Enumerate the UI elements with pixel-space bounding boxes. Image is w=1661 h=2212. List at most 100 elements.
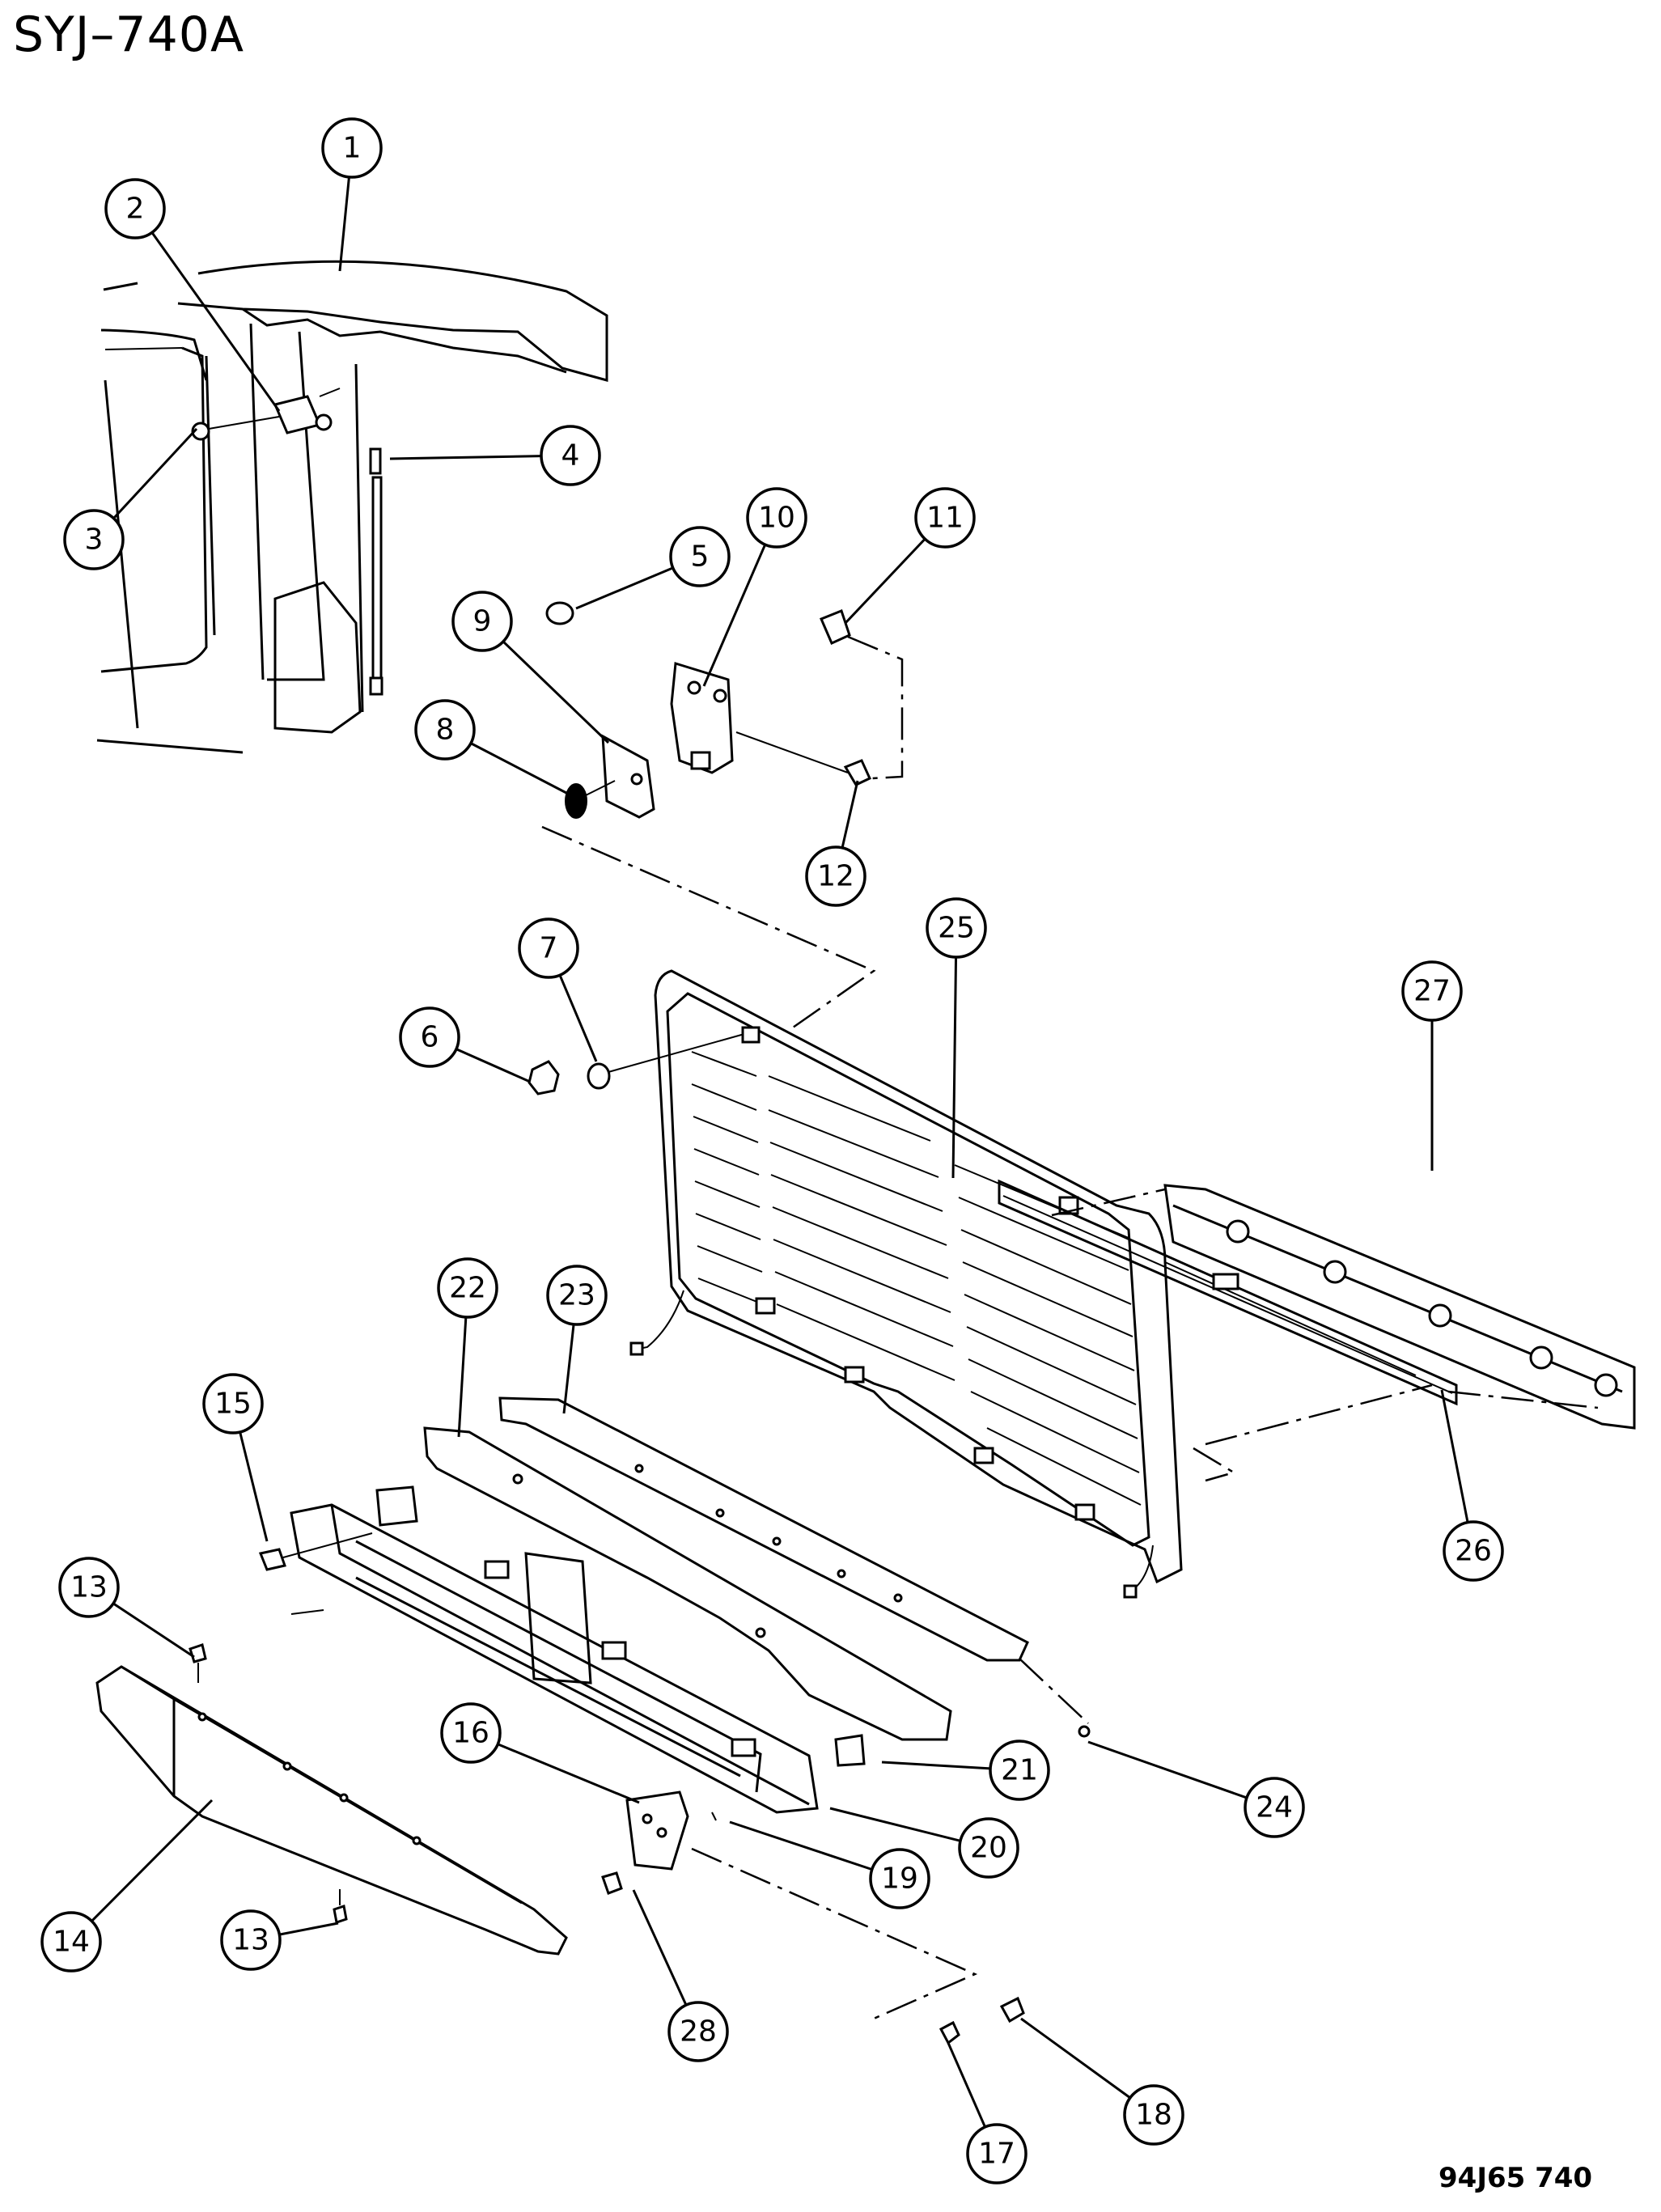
callout-number: 10: [758, 502, 795, 535]
liftgate-hinge-and-strut: [191, 388, 383, 696]
leader-line-5: [575, 566, 674, 610]
callout-number: 23: [558, 1279, 595, 1312]
callout-number: 16: [452, 1717, 489, 1750]
callout-circle: [869, 1848, 930, 1909]
callout-8: 8: [414, 699, 476, 761]
callout-circle: [989, 1740, 1050, 1801]
callout-number: 20: [970, 1832, 1007, 1865]
callout-26: 26: [1443, 1520, 1504, 1582]
leader-line-13: [112, 1602, 195, 1659]
callout-circle: [805, 845, 867, 907]
callout-17: 17: [966, 2123, 1028, 2184]
leader-line-26: [1440, 1389, 1469, 1523]
reinforcement-panels: [375, 1396, 1029, 1767]
leader-line-6: [456, 1048, 531, 1083]
leader-line-24: [1087, 1740, 1248, 1799]
callout-circle: [1443, 1520, 1504, 1582]
callout-14: 14: [40, 1911, 102, 1973]
callout-circle: [63, 509, 125, 570]
callout-23: 23: [546, 1265, 608, 1326]
leader-line-8: [470, 742, 567, 795]
callout-number: 13: [232, 1924, 269, 1957]
leader-line-2: [150, 231, 281, 412]
callout-number: 17: [978, 2138, 1015, 2171]
callout-19: 19: [869, 1848, 930, 1909]
callout-24: 24: [1244, 1777, 1305, 1838]
leader-line-16: [497, 1743, 640, 1804]
callout-number: 8: [436, 714, 455, 747]
callout-circle: [451, 591, 513, 652]
callout-circle: [437, 1257, 498, 1319]
callout-circle: [104, 178, 166, 239]
callout-28: 28: [667, 2001, 729, 2062]
callout-16: 16: [440, 1702, 502, 1764]
callout-number: 25: [938, 912, 975, 945]
callout-5: 5: [669, 526, 731, 587]
callout-number: 24: [1256, 1791, 1293, 1824]
callout-number: 26: [1455, 1535, 1492, 1568]
leader-line-13: [279, 1922, 339, 1936]
callout-circle: [746, 487, 807, 549]
leader-line-15: [239, 1431, 269, 1542]
leader-line-3: [112, 427, 198, 519]
leader-line-17: [947, 2042, 986, 2128]
callout-number: 19: [881, 1862, 918, 1896]
callout-number: 3: [85, 523, 104, 557]
callout-number: 27: [1413, 975, 1451, 1008]
leader-lines: [91, 176, 1469, 2128]
callout-circle: [202, 1373, 264, 1434]
callout-circle: [1401, 960, 1463, 1022]
drawing-code: 94J65 740: [1439, 2162, 1593, 2194]
callout-number: 21: [1001, 1754, 1038, 1787]
callout-circle: [540, 425, 601, 486]
leader-line-28: [632, 1889, 688, 2006]
callout-3: 3: [63, 509, 125, 570]
leader-line-21: [881, 1761, 991, 1770]
callout-circle: [926, 897, 987, 959]
callout-circle: [220, 1909, 282, 1971]
roof-and-body-panel: [96, 260, 608, 754]
callout-number: 28: [680, 2015, 717, 2049]
callout-1: 1: [321, 117, 383, 179]
callout-9: 9: [451, 591, 513, 652]
callout-number: 1: [343, 132, 362, 165]
callout-number: 9: [473, 605, 492, 638]
callout-circle: [399, 1006, 460, 1068]
callout-2: 2: [104, 178, 166, 239]
callout-number: 6: [421, 1021, 439, 1054]
callout-number: 4: [561, 439, 580, 472]
callout-7: 7: [518, 917, 579, 979]
leader-line-9: [502, 640, 610, 744]
leader-line-11: [844, 538, 926, 625]
callout-circle: [958, 1817, 1019, 1879]
callout-13: 13: [220, 1909, 282, 1971]
callout-21: 21: [989, 1740, 1050, 1801]
callout-22: 22: [437, 1257, 498, 1319]
leader-line-19: [729, 1820, 873, 1871]
callout-number: 2: [126, 193, 145, 226]
liftgate-trim-strip: [998, 1179, 1458, 1406]
leader-line-1: [338, 176, 350, 272]
rear-bumper: [95, 1643, 568, 1956]
latch-assembly: [541, 601, 904, 1029]
leader-line-18: [1020, 2017, 1131, 2100]
callout-circle: [914, 487, 976, 549]
callout-11: 11: [914, 487, 976, 549]
leader-line-23: [562, 1324, 575, 1414]
leader-line-22: [457, 1316, 468, 1438]
callout-10: 10: [746, 487, 807, 549]
callout-25: 25: [926, 897, 987, 959]
callout-circle: [1123, 2084, 1184, 2146]
fasteners-17-18: [939, 1996, 1025, 2045]
callout-number: 12: [817, 860, 854, 893]
crossmember: [290, 1503, 819, 1814]
leader-line-25: [951, 956, 958, 1179]
callout-number: 14: [53, 1926, 90, 1959]
callout-circle: [966, 2123, 1028, 2184]
callout-18: 18: [1123, 2084, 1184, 2146]
callout-circle: [546, 1265, 608, 1326]
callout-circle: [518, 917, 579, 979]
callout-15: 15: [202, 1373, 264, 1434]
callout-circle: [1244, 1777, 1305, 1838]
